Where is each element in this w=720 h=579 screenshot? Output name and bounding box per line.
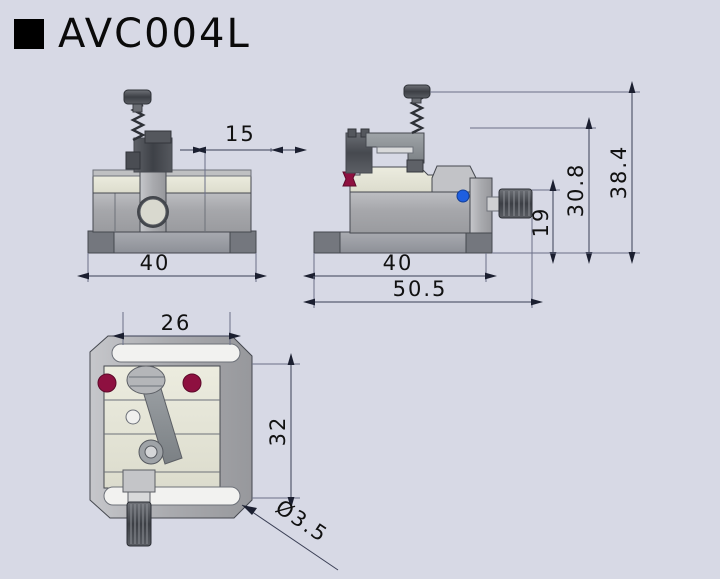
dia-leader-arrow: [242, 505, 257, 515]
side-base-plate: [313, 231, 493, 254]
dim-40-front-label: 40: [140, 251, 171, 275]
side-blue-indicator: [456, 189, 470, 203]
front-disc: [139, 198, 167, 226]
side-right-cap: [431, 165, 477, 193]
dim-15-label: 15: [225, 122, 256, 146]
top-knob-knurl: [130, 504, 148, 544]
front-clamp-tab: [125, 151, 141, 170]
dim-40-front: 40: [77, 251, 267, 282]
dim-40-side-label: 40: [383, 251, 414, 275]
side-arm-slot: [376, 146, 414, 154]
side-plunger: [406, 159, 424, 173]
dim-19-label: 19: [529, 207, 553, 238]
dim-dia-3-5: Ø3.5: [241, 495, 339, 571]
side-knob-knurl: [503, 191, 530, 216]
dim-26: 26: [112, 311, 241, 345]
top-knob-collar: [122, 469, 156, 493]
dim-38-4: 38.4: [430, 81, 640, 264]
front-base-right-cap: [229, 230, 257, 254]
top-slot-upper: [111, 343, 241, 363]
dim-40-side: 40: [303, 251, 497, 282]
top-lever-boss: [126, 365, 166, 395]
dim-30-8-label: 30.8: [564, 163, 588, 218]
side-view: [313, 84, 533, 254]
page-title: AVC004L: [14, 14, 251, 54]
dim-26-label: 26: [161, 311, 192, 335]
dim-dia-3-5-label: Ø3.5: [271, 495, 332, 547]
black-square-icon: [14, 19, 44, 49]
top-view: [89, 335, 253, 547]
front-view: [87, 89, 257, 254]
dim-32: 32: [252, 353, 300, 509]
top-lever-arm: [125, 365, 183, 465]
dim-19: 19: [495, 179, 560, 264]
top-lever-eye-inner: [144, 445, 158, 459]
side-base-left-cap: [313, 231, 341, 254]
side-base-right-cap: [465, 231, 493, 254]
front-cream-band: [92, 174, 252, 194]
dim-50-5: 50.5: [303, 218, 543, 308]
dim-38-4-label: 38.4: [607, 145, 631, 200]
dim-50-5-label: 50.5: [393, 277, 448, 301]
front-body-gray: [92, 191, 252, 233]
dim-15: 15: [180, 122, 307, 196]
top-pin-left: [97, 373, 117, 393]
part-number-label: AVC004L: [58, 11, 251, 57]
dim-32-label: 32: [266, 416, 290, 447]
front-base-left-cap: [87, 230, 115, 254]
side-screw-head: [403, 84, 431, 99]
side-tower-notch-a: [347, 128, 357, 138]
top-lever-hole: [125, 409, 141, 425]
front-screw-head: [123, 89, 152, 105]
top-pin-right: [182, 373, 202, 393]
front-clamp-top: [144, 130, 172, 144]
top-knob-neck: [127, 491, 151, 503]
